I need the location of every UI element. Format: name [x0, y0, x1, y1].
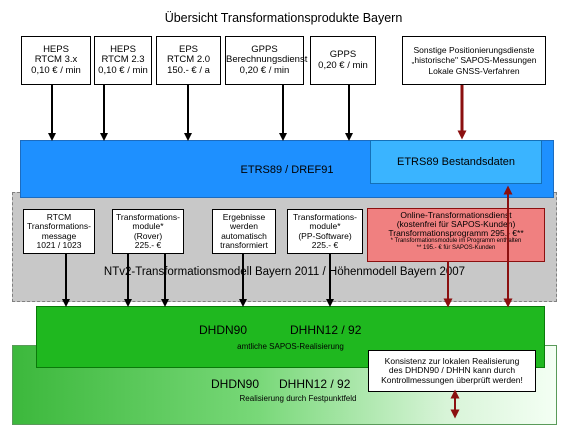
top-box-line1: Sonstige Positionierungsdienste — [413, 44, 535, 55]
mid-box-line2: Transformations- — [27, 221, 91, 231]
mid-box-line4: 225.- € — [134, 240, 162, 250]
mid-box-line1: RTCM — [46, 211, 72, 222]
top-box-line1: HEPS — [43, 43, 69, 55]
dark-green-dhhn: DHHN12 / 92 — [290, 323, 362, 337]
mid-box-line4: transformiert — [220, 240, 268, 250]
top-box-sonstige: Sonstige Positionierungsdienste „histori… — [402, 36, 546, 85]
konsistenz-line1: Konsistenz zur lokalen Realisierung — [384, 355, 520, 366]
top-box-line1: GPPS — [251, 43, 278, 55]
top-box-line3: 150.- € / a — [167, 64, 210, 76]
konsistenz-line3: Kontrollmessungen überprüft werden! — [381, 374, 523, 385]
online-note2: ** 195.- € für SAPOS-Kunden — [416, 245, 496, 251]
dark-green-sub: amtliche SAPOS-Realisierung — [237, 342, 344, 351]
mid-box-line3: message — [41, 230, 77, 241]
online-line2: (kostenfrei für SAPOS-Kunden) — [396, 219, 516, 229]
mid-box-line2: module* — [132, 221, 164, 231]
mid-box-module-pp: Transformations- module* (PP-Software) 2… — [287, 209, 363, 254]
dark-green-dhdn: DHDN90 — [199, 323, 248, 337]
online-line3: Transformationsprogramm 295.- €** — [388, 228, 524, 238]
mid-box-line3: automatisch — [221, 230, 267, 241]
top-box-line2: „historische" SAPOS-Messungen — [411, 55, 537, 66]
top-box-line2: Berechnungsdienst — [226, 54, 308, 66]
mid-box-rtcm: RTCM Transformations- message 1021 / 102… — [23, 209, 95, 254]
top-box-line2: RTCM 2.0 — [166, 54, 211, 66]
mid-box-ergebnisse: Ergebnisse werden automatisch transformi… — [212, 209, 276, 254]
top-box-line1: EPS — [178, 43, 198, 55]
bestand-label: ETRS89 Bestandsdaten — [396, 156, 516, 168]
mid-box-line3: (Rover) — [133, 230, 163, 241]
mid-box-line3: (PP-Software) — [298, 230, 352, 241]
top-box-line3: 0,10 € / min — [98, 64, 148, 76]
light-green-dhhn: DHHN12 / 92 — [279, 377, 351, 391]
top-box-eps: EPS RTCM 2.0 150.- € / a — [156, 36, 221, 85]
etrs89-bestandsdaten-box: ETRS89 Bestandsdaten — [370, 140, 542, 184]
mid-box-line1: Transformations- — [116, 211, 180, 222]
mid-box-line4: 225.- € — [311, 240, 339, 250]
mid-box-line2: module* — [309, 221, 341, 231]
light-green-dhdn: DHDN90 — [211, 377, 260, 391]
top-box-line2: RTCM 3.x — [34, 54, 78, 66]
top-box-heps-rtcm3: HEPS RTCM 3.x 0,10 € / min — [21, 36, 91, 85]
light-green-sub: Realisierung durch Festpunktfeld — [239, 394, 357, 403]
top-box-gpps: GPPS 0,20 € / min — [310, 36, 376, 85]
konsistenz-box: Konsistenz zur lokalen Realisierung des … — [368, 350, 536, 392]
top-box-line3: 0,20 € / min — [239, 64, 290, 76]
mid-box-line4: 1021 / 1023 — [36, 240, 82, 250]
top-box-line1: HEPS — [110, 43, 136, 55]
top-box-gpps-berechnung: GPPS Berechnungsdienst 0,20 € / min — [225, 36, 308, 85]
page-title: Übersicht Transformationsprodukte Bayern — [164, 11, 403, 25]
konsistenz-line2: des DHDN90 / DHHN kann durch — [388, 365, 516, 376]
etrs89-label: ETRS89 / DREF91 — [240, 164, 334, 176]
top-box-line3: Lokale GNSS-Verfahren — [428, 65, 520, 76]
top-box-line2: RTCM 2.3 — [101, 54, 145, 66]
online-transformation-box: Online-Transformationsdienst (kostenfrei… — [367, 208, 545, 262]
top-box-line1: GPPS — [329, 49, 357, 60]
online-line1: Online-Transformationsdienst — [400, 210, 512, 220]
mid-box-line2: werden — [230, 221, 258, 231]
top-box-line2: 0,20 € / min — [318, 59, 368, 71]
mid-box-module-rover: Transformations- module* (Rover) 225.- € — [112, 209, 184, 254]
top-box-line3: 0,10 € / min — [31, 64, 81, 76]
ntv2-label: NTv2-Transformationsmodell Bayern 2011 /… — [103, 266, 466, 278]
mid-box-line1: Transformations- — [293, 211, 357, 222]
mid-box-line1: Ergebnisse — [222, 211, 266, 222]
online-note1: * Transformationsmodule im Programm enth… — [390, 238, 522, 244]
top-box-heps-rtcm23: HEPS RTCM 2.3 0,10 € / min — [94, 36, 152, 85]
